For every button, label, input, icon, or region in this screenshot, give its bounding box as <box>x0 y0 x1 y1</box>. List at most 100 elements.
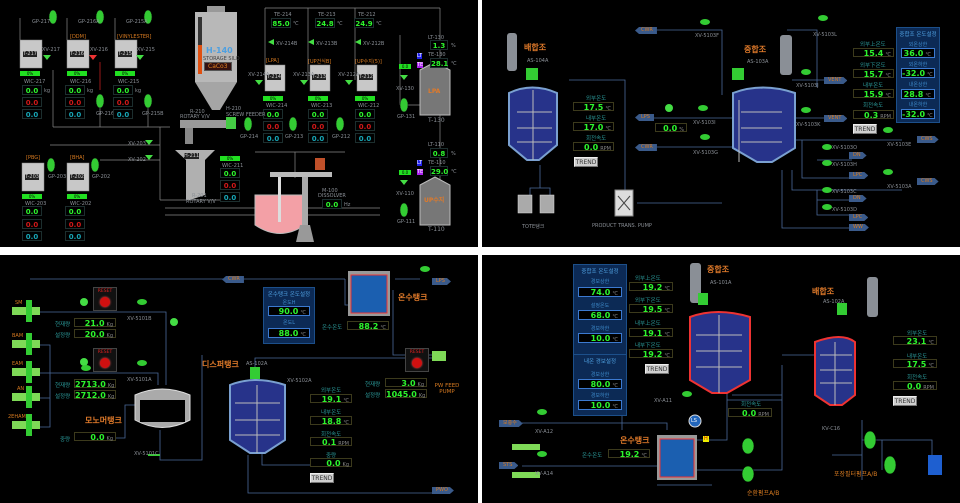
weigher-tag: WIC-215 <box>118 79 140 85</box>
lt-tag: LT-110 <box>428 142 445 148</box>
line-tag-dn: DN <box>849 195 867 202</box>
trend-button[interactable]: TREND <box>574 157 598 167</box>
label: 설정온도 <box>590 303 610 309</box>
pump-label: GP-131 <box>397 114 416 120</box>
line-tag-vent: VENT <box>824 115 847 122</box>
weight-value: 0.0 <box>355 109 375 119</box>
q4-piping <box>512 263 942 486</box>
unit: ℃ <box>376 21 382 27</box>
setpoint-value: 0.0 <box>22 231 42 241</box>
setpoint-input[interactable]: 68.0℃ <box>578 310 622 320</box>
lt-badge: LT <box>417 53 423 59</box>
setpoint-input[interactable]: 90.0℃ <box>268 306 310 316</box>
hopper-tag: T-202 <box>70 174 84 180</box>
te-tag: TE-212 <box>358 12 376 18</box>
tank-title: 디스퍼탱크 <box>202 360 239 369</box>
trend-button[interactable]: TREND <box>310 473 334 483</box>
setpoint-input[interactable]: -32.0℃ <box>901 68 935 78</box>
reset-button[interactable]: RESET <box>93 348 117 372</box>
pump-label: GP-202 <box>92 174 111 180</box>
tank-tag: T-130 <box>428 117 445 124</box>
dissolver-sub: DISSOLVER <box>318 193 346 199</box>
line-tag-ww: WW <box>849 224 869 231</box>
alarm-value: 0.0 <box>65 97 85 107</box>
temp-setpoint-panel: 중합조 온도설정 경보상한 74.0℃ 설정온도 68.0℃ 경보하한 10.0… <box>573 264 627 359</box>
valve-label: XV-5103D <box>832 207 857 213</box>
pump-label: GP-213 <box>285 134 304 140</box>
label: 경보하한 <box>590 393 610 399</box>
unit: kg <box>44 88 51 94</box>
material-label: [UP수지(5)] <box>355 59 382 65</box>
alarm-setpoint-panel: 내온 경보설정 경보상한 80.0℃ 경보하한 10.0℃ <box>573 354 627 416</box>
pump-label: BAM <box>12 333 24 339</box>
level-bar: 0% <box>115 71 135 76</box>
label: 외부上온도 <box>635 276 661 282</box>
te-tag: TE-130 <box>428 52 446 58</box>
setpoint-input[interactable]: 28.8℃ <box>901 89 935 99</box>
reset-button[interactable]: RESET <box>405 348 429 372</box>
label: 외부온도 <box>586 96 607 102</box>
tank-tag: T-110 <box>428 226 445 233</box>
pump-label: GP-203 <box>48 174 67 180</box>
unit: ℃ <box>293 21 299 27</box>
setpoint-input[interactable]: 36.0℃ <box>901 48 935 58</box>
valve-label: XV-212B <box>363 41 385 47</box>
weight-value: 0.0 <box>263 109 283 119</box>
temp-value: 29.0 <box>430 166 449 176</box>
level-bar: 0% <box>220 156 240 161</box>
te-badge: TE <box>417 62 424 68</box>
int-temp: 17.5℃ <box>893 359 937 369</box>
vessel-title: 배합조 <box>524 43 547 52</box>
setpoint-input[interactable]: 10.0℃ <box>578 333 622 343</box>
alarm-value: 0.0 <box>113 97 133 107</box>
weight-value: 0.0 <box>22 85 42 95</box>
trend-button[interactable]: TREND <box>645 364 669 374</box>
trend-button[interactable]: TREND <box>893 396 917 406</box>
panel-polymerization-101: 중합조 온도설정 경보상한 74.0℃ 설정온도 68.0℃ 경보하한 10.0… <box>482 255 960 503</box>
label: 회전속도 <box>863 103 884 109</box>
valve-label: XV-5103E <box>887 142 912 148</box>
setpoint-input[interactable]: 88.0℃ <box>268 328 310 338</box>
ext-lower-temp: 15.7℃ <box>853 69 894 79</box>
pump-label: SM <box>15 300 23 306</box>
label: 설정량 <box>55 394 71 400</box>
label: 경보상한 <box>590 279 610 285</box>
q1-piping <box>19 6 451 242</box>
valve-label: XV-213A <box>293 72 315 78</box>
setpoint-input[interactable]: 10.0℃ <box>578 400 622 410</box>
weigher-tag: WIC-202 <box>70 201 92 207</box>
dissolver-motor <box>315 158 325 170</box>
vessel-title: 중합조 <box>707 265 730 274</box>
setpoint-value: 0.0 <box>113 109 133 119</box>
valve-label: XV-5103G <box>693 150 718 156</box>
setpoint-input[interactable]: 80.0℃ <box>578 379 622 389</box>
rotary-sub: ROTARY V/V <box>186 199 216 205</box>
reset-button[interactable]: RESET <box>93 287 117 311</box>
drum <box>928 455 942 475</box>
line-tag-vent: VENT <box>824 77 847 84</box>
hopper-tag: H-211 <box>184 153 200 159</box>
material-label: [VINYLESTER] <box>117 34 152 40</box>
ext-upper-temp: 19.2℃ <box>629 282 673 292</box>
trend-button[interactable]: TREND <box>853 124 877 134</box>
unit: % <box>451 151 456 157</box>
pump-label: GP-215A <box>126 19 148 25</box>
label: 현재량 <box>55 322 71 328</box>
weigher-tag: WIC-203 <box>25 201 47 207</box>
valve-label: XV-217 <box>42 47 60 53</box>
panel-polymerization-103: 배합조 AS-104A 외부온도 17.5℃ 내부온도 17.0℃ 회전속도 0… <box>482 0 960 247</box>
valve-label: XV-5103F <box>695 33 719 39</box>
setpoint-input[interactable]: 74.0℃ <box>578 287 622 297</box>
rotary-tag: R-210 <box>190 109 205 115</box>
pump-label: 2EHAM <box>8 414 26 420</box>
high-level-alarm: H <box>703 436 709 442</box>
setpoint-input[interactable]: -32.0℃ <box>901 109 935 119</box>
setpoint-value: 0.0 <box>220 192 240 202</box>
hopper-tag: T-217 <box>23 51 37 57</box>
int-temp: 15.9℃ <box>853 89 894 99</box>
